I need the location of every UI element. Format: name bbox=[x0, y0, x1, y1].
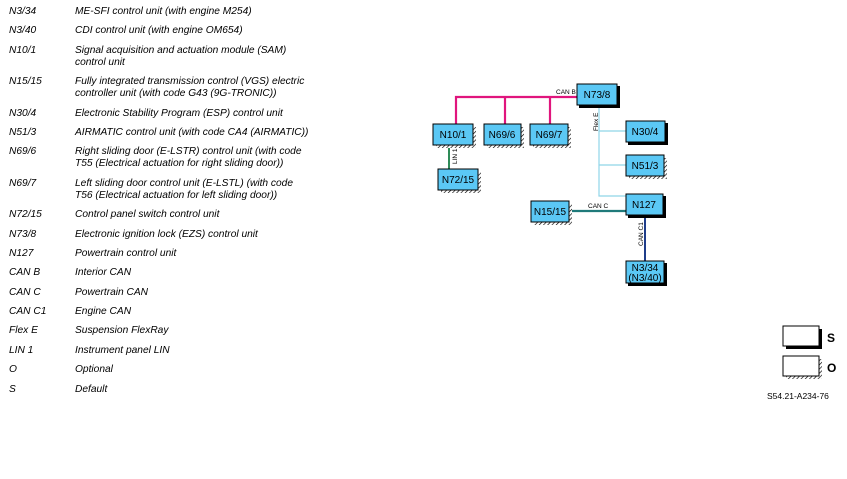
legend-row: S Default bbox=[9, 384, 309, 396]
node-n69-7-label: N69/7 bbox=[536, 130, 563, 141]
legend-description: Default bbox=[75, 383, 108, 395]
legend-description: ME-SFI control unit (with engine M254) bbox=[75, 6, 252, 17]
can-b-label: CAN B bbox=[556, 89, 576, 96]
node-n69-6-label: N69/6 bbox=[489, 130, 516, 141]
legend-code: CAN B bbox=[9, 267, 41, 279]
legend-row: N69/7 Left sliding door control unit (E-L… bbox=[9, 178, 309, 202]
node-n69-7: N69/7 bbox=[529, 123, 571, 148]
key-optional-label: O bbox=[827, 361, 837, 375]
key-optional-box bbox=[782, 355, 822, 379]
legend-description: Interior CAN bbox=[75, 267, 132, 279]
legend-description: Left sliding door control unit (E-LSTL) … bbox=[75, 177, 294, 201]
node-n15-15-label: N15/15 bbox=[534, 207, 567, 218]
legend-code: CAN C1 bbox=[9, 306, 47, 318]
key-default-label: S bbox=[827, 331, 836, 345]
legend-row: N30/4 Electronic Stability Program (ESP) … bbox=[9, 108, 309, 120]
legend-row: N127 Powertrain control unit bbox=[9, 248, 309, 260]
legend-row: N69/6 Right sliding door (E-LSTR) control… bbox=[9, 146, 309, 170]
legend-code: N51/3 bbox=[9, 126, 37, 138]
legend-description: Electronic ignition lock (EZS) control u… bbox=[75, 228, 258, 240]
node-n3-34-label: N3/34 bbox=[632, 263, 659, 274]
legend-row: CAN B Interior CAN bbox=[9, 267, 309, 279]
legend-description: Engine CAN bbox=[75, 306, 132, 318]
node-n51-3-label: N51/3 bbox=[632, 161, 659, 172]
legend-code: Flex E bbox=[9, 325, 38, 337]
legend-description: CDI control unit (with engine OM654) bbox=[75, 25, 243, 37]
node-n127: N127 bbox=[625, 193, 666, 218]
node-n10-1-label: N10/1 bbox=[440, 130, 467, 141]
legend-description: Control panel switch control unit bbox=[75, 209, 220, 221]
node-n15-15: N15/15 bbox=[530, 200, 572, 225]
node-n10-1: N10/1 bbox=[432, 123, 476, 148]
legend-description: Electronic Stability Program (ESP) contr… bbox=[75, 107, 283, 119]
legend-description: Fully integrated transmission control (V… bbox=[75, 76, 305, 100]
legend-code: O bbox=[9, 364, 17, 376]
legend-code: S bbox=[9, 383, 16, 395]
legend-code: CAN C bbox=[9, 286, 41, 298]
legend-row: N3/34 ME-SFI control unit (with engine M2… bbox=[9, 6, 309, 18]
legend-row: N3/40 CDI control unit (with engine OM654… bbox=[9, 25, 309, 37]
legend-description: Powertrain CAN bbox=[75, 286, 149, 298]
legend-code: N15/15 bbox=[9, 76, 42, 88]
legend-description: Right sliding door (E-LSTR) control unit… bbox=[75, 146, 302, 170]
legend-code: N69/7 bbox=[9, 177, 37, 189]
legend-code: LIN 1 bbox=[9, 344, 34, 356]
node-n72-15: N72/15 bbox=[437, 168, 481, 193]
legend-row: N72/15 Control panel switch control unit bbox=[9, 209, 309, 221]
node-n69-6: N69/6 bbox=[483, 123, 524, 148]
legend-row: LIN 1 Instrument panel LIN bbox=[9, 345, 309, 357]
legend-row: Flex E Suspension FlexRay bbox=[9, 325, 309, 337]
node-n73-8-label: N73/8 bbox=[584, 90, 611, 101]
node-n30-4: N30/4 bbox=[625, 120, 668, 145]
lin-1-label: LIN 1 bbox=[452, 148, 459, 164]
node-n3-34: N3/34 (N3/40) bbox=[625, 260, 667, 286]
node-n127-label: N127 bbox=[632, 200, 656, 211]
legend-code: N69/6 bbox=[9, 146, 37, 158]
legend-code: N30/4 bbox=[9, 107, 37, 119]
legend-row: CAN C1 Engine CAN bbox=[9, 306, 309, 318]
legend-row: O Optional bbox=[9, 364, 309, 376]
legend-row: N51/3 AIRMATIC control unit (with code CA… bbox=[9, 127, 309, 139]
legend-description: Powertrain control unit bbox=[75, 247, 177, 259]
legend-row: CAN C Powertrain CAN bbox=[9, 287, 309, 299]
legend-code: N3/34 bbox=[9, 6, 37, 17]
legend-row: N73/8 Electronic ignition lock (EZS) cont… bbox=[9, 229, 309, 241]
legend-description: Instrument panel LIN bbox=[75, 344, 170, 356]
can-b-bus bbox=[454, 95, 579, 127]
legend-description: Suspension FlexRay bbox=[75, 325, 169, 337]
flex-e-bus bbox=[598, 107, 626, 197]
legend-code: N10/1 bbox=[9, 44, 37, 56]
legend-description: Optional bbox=[75, 364, 113, 376]
legend-code: N3/40 bbox=[9, 25, 37, 37]
legend-code: N73/8 bbox=[9, 228, 37, 240]
node-n51-3: N51/3 bbox=[625, 154, 667, 179]
legend-row: N10/1 Signal acquisition and actuation mo… bbox=[9, 45, 309, 69]
node-n72-15-label: N72/15 bbox=[442, 175, 475, 186]
legend-code: N127 bbox=[9, 247, 34, 259]
legend-code: N72/15 bbox=[9, 209, 42, 221]
legend-row: N15/15 Fully integrated transmission cont… bbox=[9, 76, 309, 100]
legend-description: Signal acquisition and actuation module … bbox=[75, 44, 287, 68]
node-n73-8: N73/8 bbox=[576, 83, 620, 108]
flex-e-label: Flex E bbox=[593, 112, 600, 131]
can-c-label: CAN C bbox=[588, 203, 609, 210]
key-default-box bbox=[782, 325, 822, 349]
legend-description: AIRMATIC control unit (with code CA4 (AI… bbox=[75, 126, 309, 138]
legend: N3/34 ME-SFI control unit (with engine M2… bbox=[9, 6, 309, 403]
node-n30-4-label: N30/4 bbox=[632, 127, 659, 138]
figure-reference: S54.21-A234-76 bbox=[767, 391, 829, 401]
can-c1-label: CAN C1 bbox=[638, 222, 645, 246]
node-n3-40-label: (N3/40) bbox=[628, 273, 661, 284]
